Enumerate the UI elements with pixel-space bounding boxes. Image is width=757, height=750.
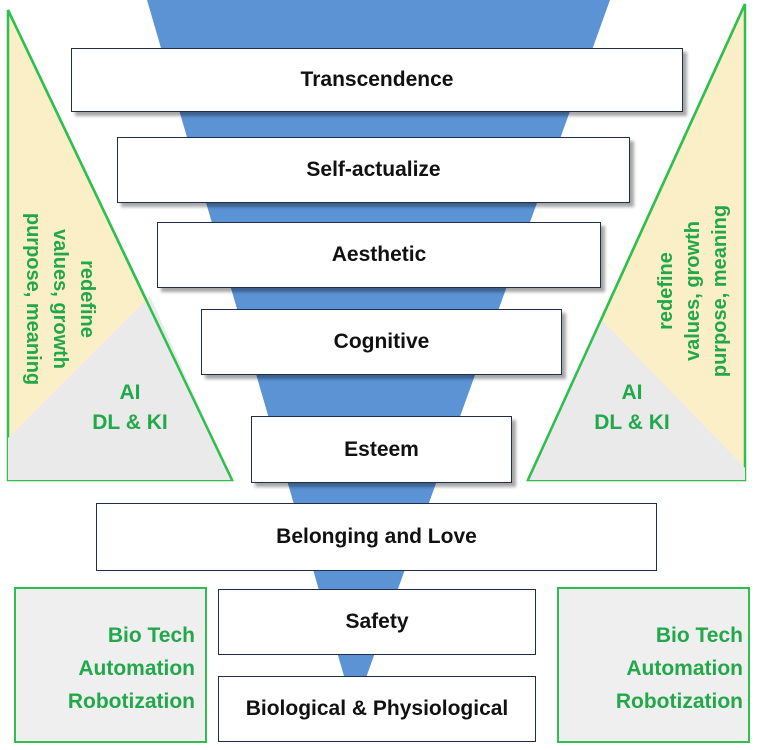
level-transcendence: Transcendence xyxy=(71,48,683,112)
tech-line-robotization: Robotization xyxy=(67,690,195,713)
redefine-line-3: purpose, meaning xyxy=(708,204,731,378)
left-ai-label: AI DL & KI xyxy=(70,378,190,438)
level-cognitive: Cognitive xyxy=(201,309,562,375)
left-tech-box: Bio Tech Automation Robotization xyxy=(14,587,207,743)
level-esteem: Esteem xyxy=(251,416,512,483)
ai-line-2: DL & KI xyxy=(594,411,670,434)
level-aesthetic: Aesthetic xyxy=(157,222,601,288)
redefine-line-1: redefine xyxy=(76,260,99,338)
tech-line-automation: Automation xyxy=(626,657,743,680)
redefine-line-2: values, growth xyxy=(681,220,704,362)
right-triangle-diagonal xyxy=(526,3,747,481)
redefine-line-1: redefine xyxy=(654,252,677,330)
left-triangle-diagonal xyxy=(6,9,234,481)
right-tech-box: Bio Tech Automation Robotization xyxy=(557,587,750,743)
tech-line-automation: Automation xyxy=(78,657,195,680)
right-ai-label: AI DL & KI xyxy=(572,378,692,438)
tech-line-biotech: Bio Tech xyxy=(107,624,195,647)
redefine-line-2: values, growth xyxy=(49,228,72,370)
level-safety: Safety xyxy=(218,589,536,655)
right-redefine-label: redefine values, growth purpose, meaning xyxy=(648,171,738,411)
level-belonging-and-love: Belonging and Love xyxy=(96,503,657,571)
tech-line-biotech: Bio Tech xyxy=(655,624,743,647)
ai-line-1: AI xyxy=(621,381,643,404)
redefine-line-3: purpose, meaning xyxy=(22,212,45,386)
tech-line-robotization: Robotization xyxy=(615,690,743,713)
level-biological-physiological: Biological & Physiological xyxy=(218,676,536,742)
ai-line-2: DL & KI xyxy=(92,411,168,434)
level-self-actualize: Self-actualize xyxy=(117,137,630,203)
left-ai-triangle xyxy=(8,296,232,480)
ai-line-1: AI xyxy=(119,381,141,404)
